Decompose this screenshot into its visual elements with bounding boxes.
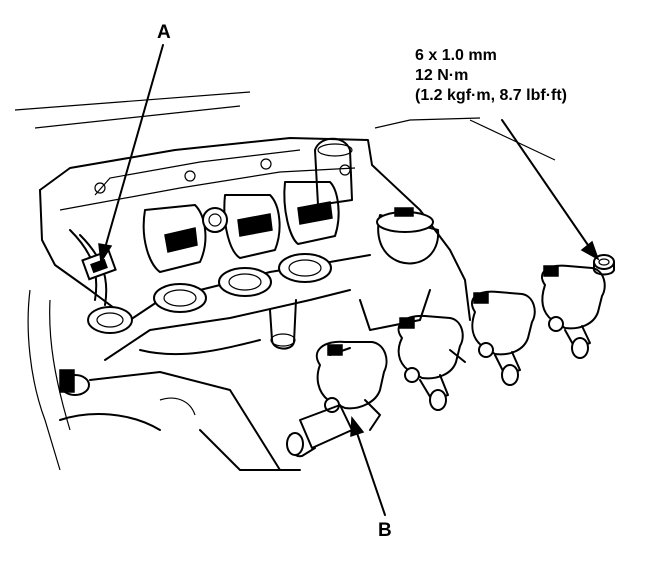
bolt-torque: 12 N·m [415, 67, 469, 84]
coil-2 [397, 314, 466, 411]
plug-wells [87, 253, 332, 334]
callout-label-b: B [378, 520, 392, 541]
bolt-size: 6 x 1.0 mm [415, 47, 497, 64]
leader-arrow-a [98, 44, 164, 265]
throttle-body [314, 137, 440, 265]
coil-4 [540, 264, 606, 359]
leader-arrow-bolt [501, 119, 600, 261]
bolt-spec-note: 6 x 1.0 mm 12 N·m (1.2 kgf·m, 8.7 lbf·ft… [415, 46, 567, 106]
wire-harness [69, 229, 117, 306]
callout-label-a: A [157, 22, 171, 43]
intake-manifold [27, 289, 431, 471]
coil-mounts [142, 181, 340, 273]
leader-arrow-b [350, 415, 386, 516]
bolt-torque-alt: (1.2 kgf·m, 8.7 lbf·ft) [415, 87, 568, 104]
ignition-coil-assembly [286, 254, 615, 458]
coil-1 [286, 340, 388, 458]
hood-outline [14, 91, 556, 161]
coil-3 [470, 290, 536, 386]
coil-bolt [593, 254, 615, 276]
